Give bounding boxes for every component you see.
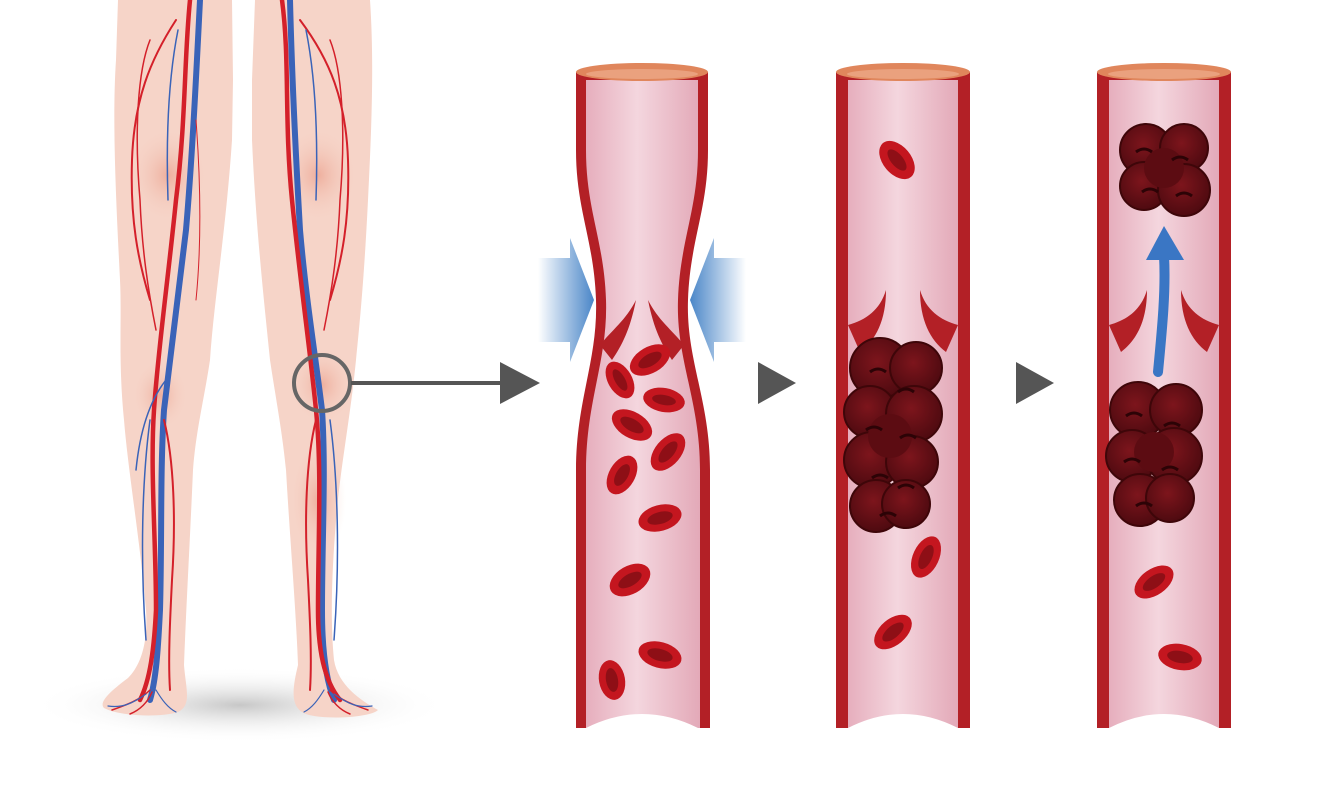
left-vein-main: [147, 0, 203, 703]
vein3-valve-left: [1109, 290, 1147, 352]
vein-panel-embolus: [1097, 63, 1231, 728]
vein3-bottom-cut: [1109, 714, 1219, 728]
red-blood-cell: [611, 409, 653, 441]
right-vein-main: [287, 0, 337, 703]
left-artery-main: [137, 0, 193, 703]
vein2-rim-inner: [847, 69, 959, 79]
pressure-arrow-left: [538, 238, 594, 362]
vein1-bottom-cut: [586, 714, 698, 728]
right-leg-vessels: [279, 0, 373, 715]
left-artery-outer: [130, 19, 177, 301]
pressure-arrow-left-shape: [538, 238, 594, 362]
thrombus: [843, 337, 943, 533]
pressure-arrow-right-shape: [690, 238, 746, 362]
red-blood-cell: [598, 660, 626, 700]
step-arrow-2: [1016, 362, 1054, 404]
vein1-valve-right: [648, 300, 684, 360]
left-artery-branch2: [136, 39, 157, 331]
legs-illustration: [30, 0, 540, 743]
left-vein-branch: [166, 29, 179, 201]
vein3-valve-right: [1181, 290, 1219, 352]
right-vein-calf: [329, 419, 339, 641]
red-blood-cell: [609, 563, 651, 597]
vein2-valve-left: [848, 290, 886, 352]
left-skin-line: [195, 119, 201, 301]
vein1-lumen: [586, 80, 700, 728]
vein3-rim-inner: [1108, 69, 1220, 79]
vein1-valve-left: [600, 300, 636, 360]
floor-shadow: [30, 667, 450, 743]
vein-panel-compression: [538, 63, 746, 728]
vein1-rim-inner: [586, 69, 698, 79]
step-arrow-1: [758, 362, 796, 404]
left-foot-vein: [107, 689, 177, 713]
red-blood-cell: [879, 140, 915, 180]
red-blood-cell: [643, 387, 685, 413]
right-vein-branch: [305, 29, 318, 201]
flow-arrow-up: [1146, 226, 1184, 377]
vein-panel-clot: [836, 63, 970, 728]
red-blood-cell: [629, 344, 671, 376]
vein3-red-blood-cells: [1134, 565, 1202, 671]
left-vein-calf: [141, 419, 151, 641]
zoom-pointer-arrowhead: [500, 362, 540, 404]
crotch-gap: [233, 75, 252, 155]
red-blood-cell: [650, 433, 686, 471]
vein2-red-blood-cells: [874, 140, 942, 650]
red-blood-cell: [874, 614, 912, 650]
residual-thrombus: [1105, 381, 1203, 527]
red-blood-cell: [1158, 643, 1202, 671]
embolus: [1119, 123, 1211, 217]
left-leg-vessels: [107, 0, 203, 715]
right-artery-branch2: [323, 39, 344, 331]
red-blood-cell: [638, 641, 682, 669]
flow-arrow-shaft: [1153, 251, 1170, 377]
red-blood-cell: [606, 455, 638, 495]
vein2-bottom-cut: [848, 714, 958, 728]
magnifier-ring: [292, 353, 352, 413]
red-blood-cell: [910, 536, 942, 578]
left-artery-calf: [163, 419, 175, 691]
right-artery-outer: [299, 19, 350, 301]
right-foot-vein: [303, 689, 373, 713]
knee-glow-left: [132, 359, 188, 431]
red-blood-cell: [605, 361, 635, 399]
pressure-arrow-right: [690, 238, 746, 362]
right-artery-main: [279, 0, 343, 703]
vein2-valve-right: [920, 290, 958, 352]
flow-arrow-head: [1146, 226, 1184, 260]
right-artery-calf: [305, 419, 317, 691]
red-blood-cell: [1134, 565, 1174, 599]
left-vein-knee: [135, 379, 167, 471]
red-blood-cell: [638, 504, 682, 532]
vein1-red-blood-cells: [598, 344, 686, 700]
